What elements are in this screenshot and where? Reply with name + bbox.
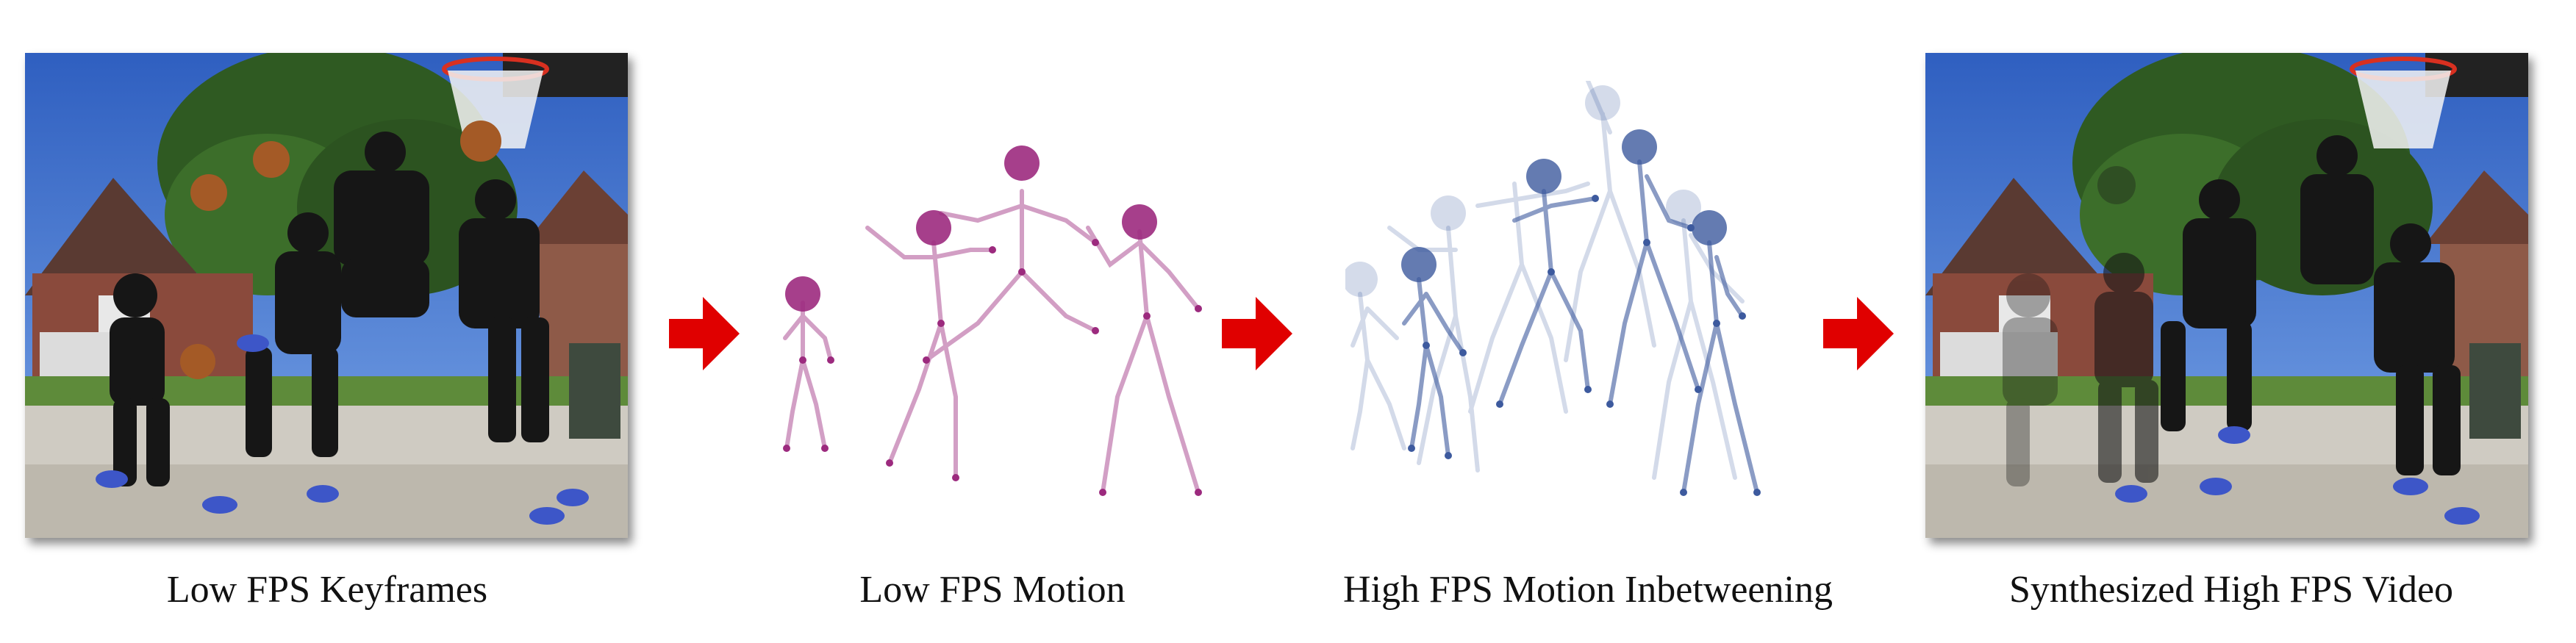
- arrow-right-icon: [1823, 297, 1894, 370]
- panel-inbetween: High FPS Motion Inbetweening: [1301, 0, 1875, 643]
- caption-keyframes: Low FPS Keyframes: [166, 569, 488, 611]
- head-h: [1692, 210, 1727, 245]
- head-f: [1526, 159, 1561, 194]
- video-photo: [1925, 53, 2528, 538]
- arrow-right-icon: [669, 297, 740, 370]
- caption-inbetween: High FPS Motion Inbetweening: [1343, 569, 1833, 611]
- head-g: [1622, 129, 1657, 165]
- panel-video: Synthesized High FPS Video: [1922, 0, 2540, 643]
- panel-keyframes: Low FPS Keyframes: [22, 0, 632, 643]
- panel-low-motion: Low FPS Motion: [757, 0, 1228, 643]
- head-d: [1122, 204, 1157, 240]
- head-c: [1004, 146, 1040, 181]
- arrow-right-icon: [1222, 297, 1292, 370]
- high-fps-motion-skeletons: [1345, 81, 1761, 496]
- low-fps-motion-skeletons: [783, 146, 1202, 496]
- caption-low-motion: Low FPS Motion: [859, 569, 1126, 611]
- keyframes-image: [25, 53, 628, 538]
- head-a: [785, 276, 820, 312]
- caption-video: Synthesized High FPS Video: [2008, 569, 2454, 611]
- video-image: [1925, 53, 2528, 538]
- keyframes-photo: [25, 53, 628, 538]
- head-e: [1401, 247, 1437, 282]
- head-b: [916, 210, 951, 245]
